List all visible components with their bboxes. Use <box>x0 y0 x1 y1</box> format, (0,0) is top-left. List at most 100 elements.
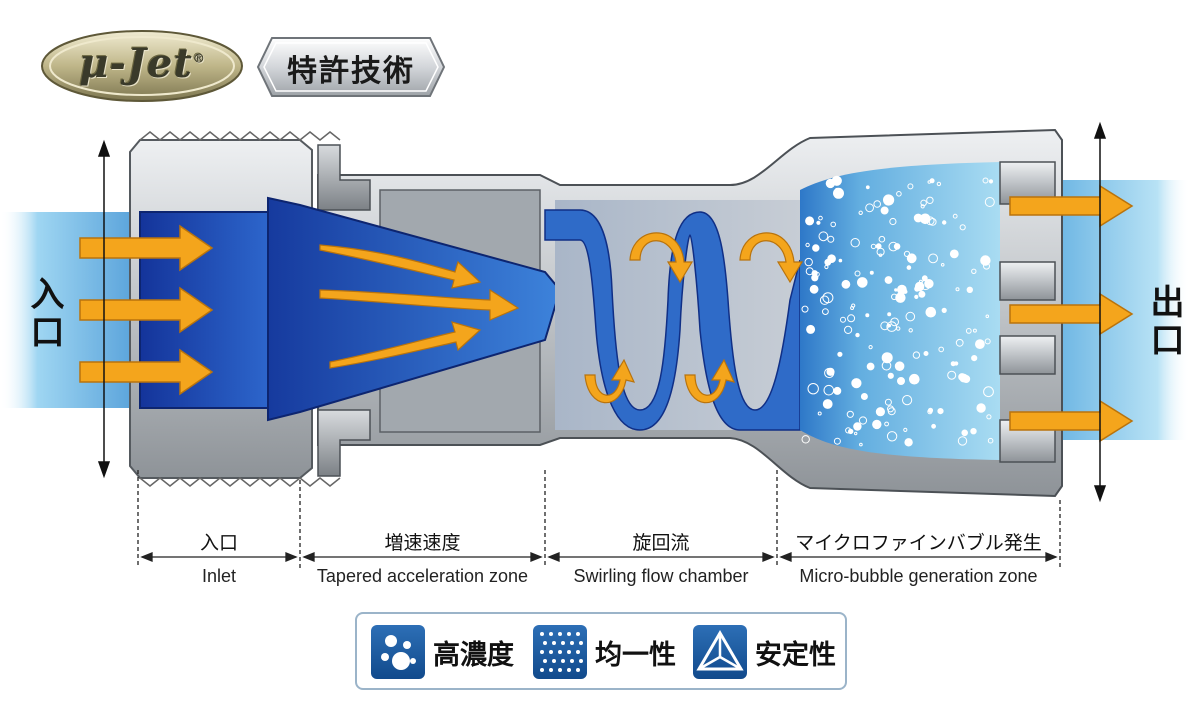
patent-badge: 特許技術 <box>256 36 446 98</box>
uniform-dot <box>570 641 574 645</box>
bubble <box>902 395 913 406</box>
bubble <box>805 242 810 248</box>
bubble <box>866 362 875 371</box>
bubble <box>884 421 889 427</box>
bubble <box>838 258 843 263</box>
outlet-side-label: 出口 <box>1144 284 1184 360</box>
bubble <box>850 306 855 310</box>
high-concentration-icon <box>371 625 425 679</box>
bubble <box>824 264 829 270</box>
swirl-arrow-1 <box>629 232 694 284</box>
bubble <box>888 241 899 252</box>
bubble <box>804 257 813 267</box>
zone-accel-en: Tapered acceleration zone <box>316 566 529 586</box>
bubble <box>972 328 977 333</box>
bubble <box>876 247 885 256</box>
bubble <box>938 346 945 353</box>
uniform-dot <box>549 632 553 636</box>
bubble <box>826 367 835 376</box>
uniform-dot <box>552 659 556 663</box>
uniform-dot <box>579 641 583 645</box>
bubble <box>940 263 945 267</box>
bubble <box>818 231 829 242</box>
patent-badge-label: 特許技術 <box>287 54 415 89</box>
bubble <box>875 407 886 417</box>
inlet-arrows <box>79 224 214 396</box>
bubble <box>833 386 842 395</box>
zone-swirl-en: Swirling flow chamber <box>573 566 749 586</box>
bubble <box>865 185 870 190</box>
bubble <box>827 254 836 264</box>
bubble <box>809 284 819 294</box>
bubble <box>905 311 916 322</box>
bubble <box>887 405 894 413</box>
bubble <box>931 423 936 429</box>
bubble <box>860 393 868 400</box>
logo-text: μ-Jet® <box>79 40 206 87</box>
legend-label-uniformity: 均一性 <box>595 639 676 671</box>
cone-arrow-3 <box>329 321 482 369</box>
uniform-dot <box>549 650 553 654</box>
bubble <box>884 398 892 406</box>
uniform-dot <box>558 668 562 672</box>
bubble <box>886 321 898 332</box>
legend-label-concentration: 高濃度 <box>433 639 514 671</box>
bubble <box>920 199 927 207</box>
bubble <box>819 295 830 305</box>
bubble <box>822 399 833 409</box>
legend-label-stability: 安定性 <box>755 639 836 671</box>
bubble <box>886 431 898 442</box>
bubble <box>961 429 969 437</box>
bubble <box>988 179 994 184</box>
bubble <box>937 408 944 415</box>
bubble <box>914 281 925 292</box>
bubble <box>925 306 937 318</box>
outlet-fin-2 <box>999 261 1056 301</box>
legend-item-stability: 安定性 <box>693 625 836 679</box>
uniformity-icon <box>533 625 587 679</box>
bubble <box>949 249 959 259</box>
bubble <box>891 293 898 300</box>
inlet-arrow-2 <box>79 286 214 334</box>
bubble <box>954 361 959 366</box>
bubble <box>853 422 862 431</box>
swirl-ribbon <box>544 209 801 431</box>
bubble <box>801 435 810 444</box>
bubble <box>971 355 978 362</box>
bubble <box>883 194 895 206</box>
uniform-dot <box>540 632 544 636</box>
bubble <box>881 360 892 371</box>
inlet-arrow-1 <box>79 224 214 272</box>
bubble <box>919 213 931 225</box>
bubble <box>985 314 990 319</box>
uniform-dot <box>552 641 556 645</box>
bubble <box>865 313 870 318</box>
bubble <box>921 275 928 282</box>
uniform-dot <box>558 650 562 654</box>
cone-arrow-2 <box>319 288 520 321</box>
swirl-arrow-3 <box>584 358 636 404</box>
uniform-dot <box>549 668 553 672</box>
bubble <box>971 268 977 274</box>
bubble <box>966 286 973 293</box>
bubble <box>923 351 929 356</box>
swirl-arrow-4 <box>684 358 736 404</box>
bubble <box>957 436 968 446</box>
bubble <box>965 328 972 334</box>
bubble <box>869 270 874 275</box>
uniform-dot <box>558 632 562 636</box>
bubble <box>907 183 914 190</box>
bubble <box>873 200 882 208</box>
bubble <box>927 409 933 415</box>
bubble <box>942 220 947 225</box>
legend-item-concentration: 高濃度 <box>371 625 514 679</box>
bubble <box>929 178 935 184</box>
logo-oval <box>41 30 243 102</box>
bubble <box>926 196 934 205</box>
bubble <box>947 370 957 380</box>
bubble <box>846 410 854 418</box>
bubble <box>806 324 816 334</box>
bubble <box>840 316 846 323</box>
bubble <box>920 279 931 291</box>
